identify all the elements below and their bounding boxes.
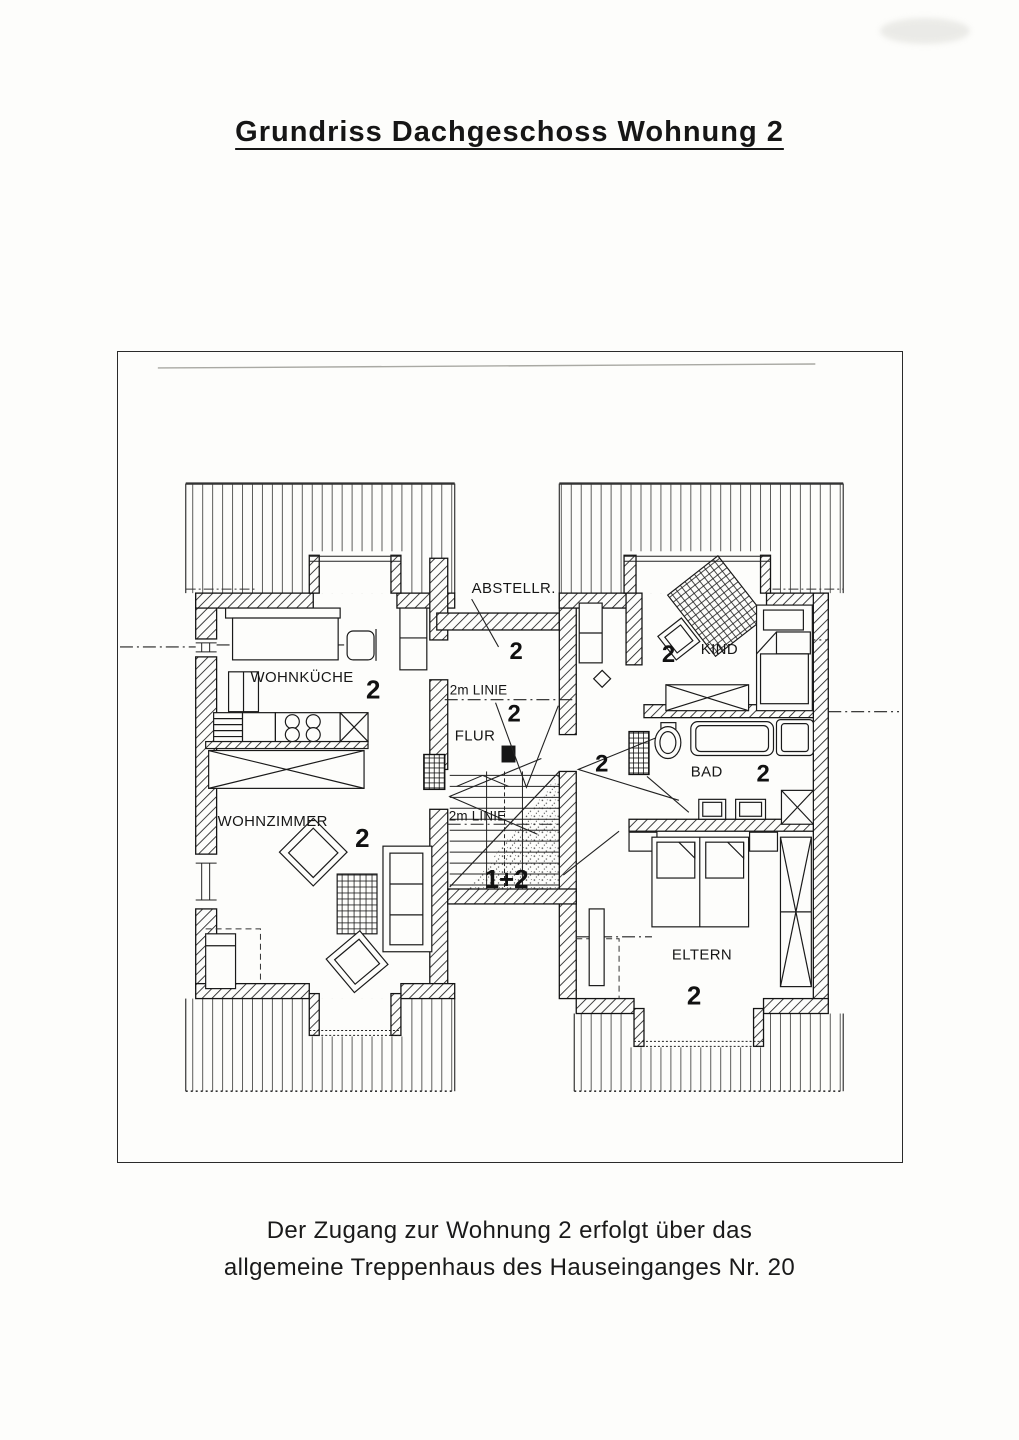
room-label-wohnzimmer: WOHNZIMMER xyxy=(218,813,328,830)
room-number-wohnzimmer: 2 xyxy=(355,825,369,853)
abstellraum-leader-line xyxy=(471,598,500,648)
page-title-text: Grundriss Dachgeschoss Wohnung 2 xyxy=(235,116,784,148)
pillow xyxy=(762,609,804,631)
nightstand xyxy=(748,831,779,852)
stair-newel xyxy=(501,745,516,763)
room-label-eltern: ELTERN xyxy=(672,947,732,964)
door-arrows xyxy=(448,702,690,876)
room-number-wohnkueche: 2 xyxy=(366,677,380,705)
chimney-right xyxy=(628,730,650,776)
caption: Der Zugang zur Wohnung 2 erfolgt über da… xyxy=(0,1212,1019,1286)
room-number-hallway: 2 xyxy=(595,750,608,777)
niche-bed xyxy=(399,607,428,671)
scan-artifact-line xyxy=(157,363,816,369)
room-label-kind: KIND xyxy=(701,641,738,658)
door-arrow-wohnzimmer xyxy=(448,757,542,835)
door-swing-eltern xyxy=(562,830,620,876)
walls xyxy=(195,554,829,1048)
door-arrow-hallway xyxy=(576,736,680,801)
armchair-2 xyxy=(325,929,389,994)
room-label-abstellraum: ABSTELLR. xyxy=(472,580,556,597)
room-number-abstellraum: 2 xyxy=(510,638,523,665)
furniture-eltern xyxy=(588,831,812,988)
furniture-wohnzimmer xyxy=(205,817,433,994)
plan-labels: ABSTELLR. 2 WOHNKÜCHE 2 2m LINIE 2 FLUR … xyxy=(218,580,770,1010)
floor-plan: ABSTELLR. 2 WOHNKÜCHE 2 2m LINIE 2 FLUR … xyxy=(119,363,900,1093)
chimney-left xyxy=(423,753,446,791)
kind-desk xyxy=(666,554,767,658)
room-number-kind: 2 xyxy=(662,641,675,668)
annotation-2m-line-upper: 2m LINIE xyxy=(450,683,508,698)
door-arrow-flur xyxy=(495,702,559,789)
room-label-bad: BAD xyxy=(691,763,723,780)
annotation-staircase-units: 1+2 xyxy=(485,866,529,894)
room-number-bad: 2 xyxy=(757,760,770,787)
caption-line-2: allgemeine Treppenhaus des Hauseinganges… xyxy=(223,1254,796,1281)
furniture-bad xyxy=(654,719,814,825)
furniture-wohnkueche xyxy=(205,607,428,789)
chair xyxy=(346,630,375,661)
furniture-kind xyxy=(657,554,813,712)
caption-line-1: Der Zugang zur Wohnung 2 erfolgt über da… xyxy=(266,1217,753,1244)
cabinet xyxy=(205,933,237,990)
door-diamond xyxy=(592,669,612,689)
annotation-2m-line-lower: 2m LINIE xyxy=(449,808,507,823)
room-number-flur: 2 xyxy=(508,701,521,728)
eltern-cabinet xyxy=(588,908,605,987)
roof-hatch-areas xyxy=(185,482,844,1093)
floor-plan-frame: ABSTELLR. 2 WOHNKÜCHE 2 2m LINIE 2 FLUR … xyxy=(117,351,903,1163)
furniture-hallway xyxy=(578,602,612,689)
room-label-wohnkueche: WOHNKÜCHE xyxy=(250,668,353,686)
room-label-flur: FLUR xyxy=(455,728,496,745)
coffee-table xyxy=(336,873,378,935)
scan-smudge xyxy=(880,18,970,44)
page-title: Grundriss Dachgeschoss Wohnung 2 xyxy=(0,116,1019,149)
room-number-eltern: 2 xyxy=(687,983,701,1011)
kind-chair xyxy=(657,617,701,661)
armchair xyxy=(278,817,348,887)
door-swing-bad xyxy=(646,776,690,813)
